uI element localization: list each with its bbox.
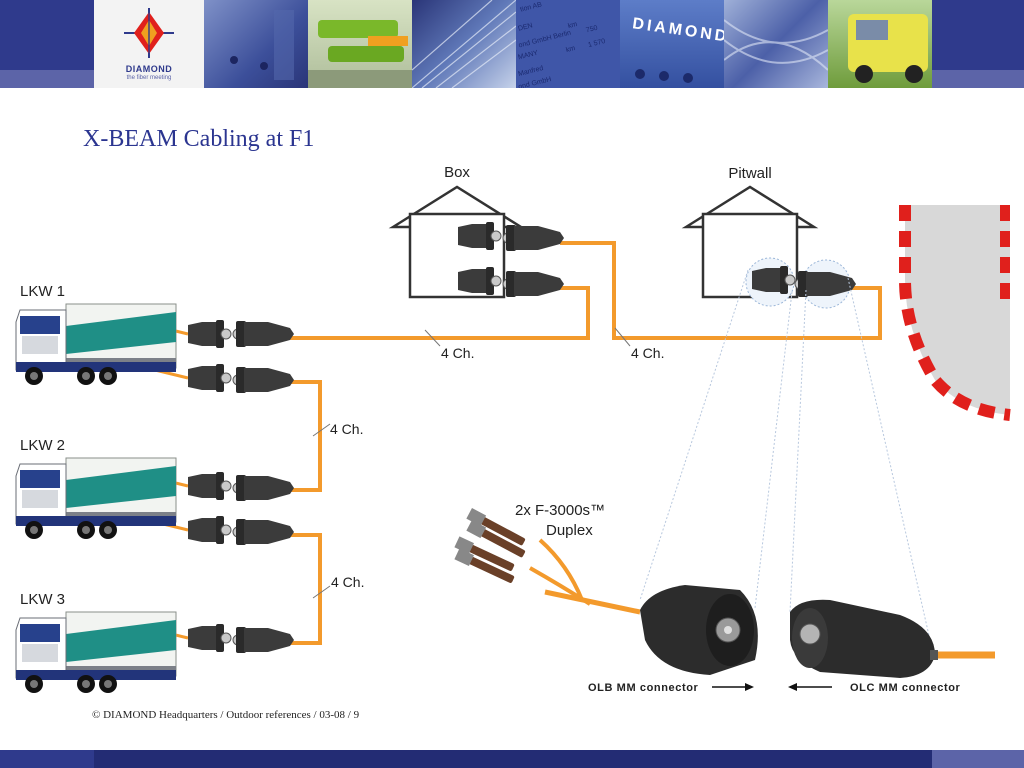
photo-cable-bundle (724, 0, 828, 88)
track-kerb (899, 205, 1011, 421)
channel-ticks (312, 327, 631, 599)
header-photo-strip: DIAMOND the fiber meeting tion AB DEN km… (94, 0, 932, 88)
truck-label-3: LKW 3 (20, 591, 65, 608)
truck-lkw-1 (15, 303, 177, 386)
channel-label-truck1-box: 4 Ch. (441, 345, 474, 361)
photo-signpost: tion AB DEN km ond GmbH Berlin 750 MANY … (516, 0, 620, 88)
box-connector-olc-1 (502, 224, 565, 252)
cable-runs (154, 226, 995, 659)
connector-arrows (712, 683, 832, 691)
duplex-label-line2: Duplex (546, 522, 593, 539)
channel-label-box-pitwall: 4 Ch. (631, 345, 664, 361)
bottom-band (0, 750, 1024, 768)
channel-label-truck1-truck2: 4 Ch. (330, 421, 363, 437)
zoom-lines (639, 269, 931, 641)
truck-label-2: LKW 2 (20, 437, 65, 454)
duplex-label-line1: 2x F-3000s™ (515, 502, 605, 519)
bottom-band-edge (932, 750, 1024, 768)
logo-tagline: the fiber meeting (126, 75, 172, 81)
bottom-band-inner (94, 750, 932, 768)
truck-label-1: LKW 1 (20, 283, 65, 300)
box-label: Box (444, 164, 470, 181)
diamond-logo: DIAMOND the fiber meeting (94, 0, 204, 88)
logo-name: DIAMOND (125, 64, 173, 74)
photo-green-connectors (308, 0, 412, 88)
diamond-logo-icon (124, 8, 174, 58)
box-connector-olc-2 (502, 270, 565, 298)
truck-connectors (187, 319, 295, 654)
photo-service-vehicle (828, 0, 932, 88)
slide-title: X-BEAM Cabling at F1 (83, 126, 315, 152)
channel-label-truck2-truck3: 4 Ch. (331, 574, 364, 590)
olb-connector-large (640, 585, 758, 675)
truck-lkw-3 (15, 611, 177, 694)
pitwall-connectors (745, 257, 857, 309)
olc-connector-label: OLC MM connector (850, 682, 961, 694)
photo-fiber-strands (412, 0, 516, 88)
box-building (391, 185, 523, 299)
photo-blue-panel (204, 0, 308, 88)
photo-diamond-building: DIAMOND (620, 0, 724, 88)
olc-connector-large (790, 599, 938, 678)
truck-lkw-2 (15, 457, 177, 540)
olb-connector-label: OLB MM connector (588, 682, 699, 694)
duplex-fanout (454, 508, 526, 583)
pitwall-label: Pitwall (728, 165, 771, 182)
slide-footer: © DIAMOND Headquarters / Outdoor referen… (92, 709, 360, 721)
